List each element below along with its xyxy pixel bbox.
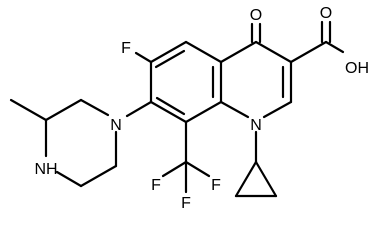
bond-cf3-f-left [161,160,188,178]
bond-cme-methyl [9,98,48,122]
bond-c5-c6-inner [154,49,186,69]
bond-c2-n1 [262,100,293,119]
atom-label-quinoline-nitrogen: N [250,117,262,134]
bond-c3-cooh [289,40,328,64]
bond-c7-c8 [149,100,188,124]
bond-c8-c8a [184,100,223,124]
bond-c5-c6 [149,40,188,64]
bond-c7-c8-inner [155,96,186,116]
bond-c6-f [134,51,153,64]
bonds [9,20,345,198]
bond-npip-c-upper [79,98,110,117]
chemical-structure-diagram: F O O OH N N NH F F F [9,5,368,212]
bond-c-lower-c-right [79,164,118,188]
bond-cyclopropyl-left [234,160,258,198]
bond-c4-c3 [254,40,293,64]
atom-label-cf3-fluorine-left: F [151,177,161,194]
atom-label-acid-hydroxyl: OH [345,60,368,77]
bond-c7-npip [125,100,153,118]
atom-label-ketone-oxygen: O [250,7,262,24]
atom-label-piperazine-nitrogen: N [110,117,122,134]
bond-n1-c8a [219,100,250,119]
atom-label-acid-carbonyl-oxygen: O [320,5,332,22]
atom-label-cf3-fluorine-right: F [211,177,221,194]
bond-c-upper-cme [44,98,83,122]
atom-labels: F O O OH N N NH F F F [34,5,368,212]
bond-c4a-c4 [219,40,258,64]
bond-nh-c-lower [55,170,83,188]
atom-label-piperazine-nh: NH [34,161,57,178]
bond-cf3-f-right [184,160,211,178]
atom-label-fluorine-ring: F [121,40,131,57]
bond-c4a-c5 [184,40,223,64]
bond-cooh-oh [324,40,345,54]
bond-cyclopropyl-right [254,160,278,198]
atom-label-cf3-fluorine-bottom: F [181,195,191,212]
